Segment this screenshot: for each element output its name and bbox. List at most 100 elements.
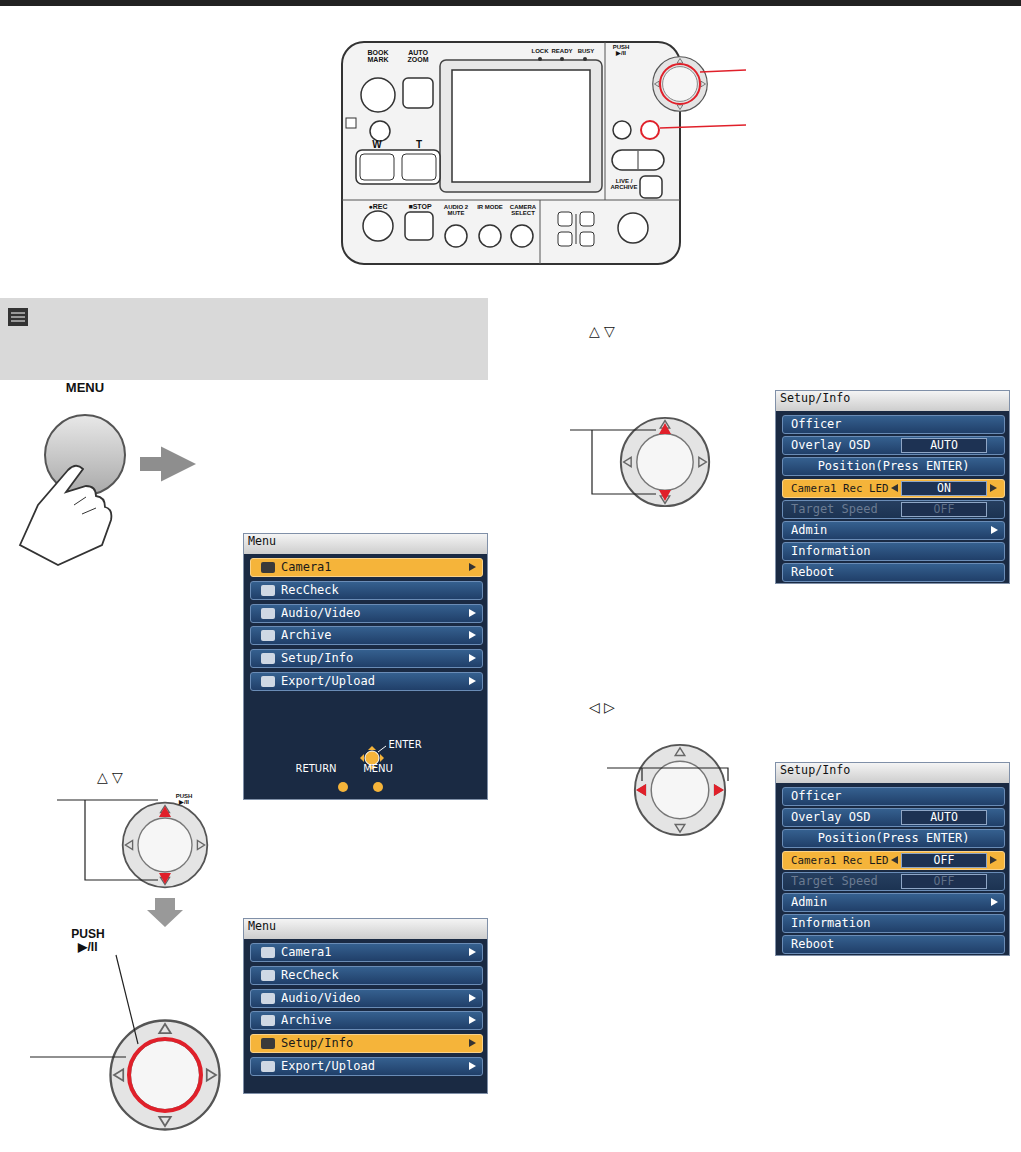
item-text: Reboot xyxy=(783,937,834,951)
control-label: AUDIO 2 MUTE xyxy=(439,204,473,217)
menu-item: Setup/Info xyxy=(250,1034,483,1053)
menu-item: Target Speed OFF xyxy=(782,872,1005,891)
item-text: Target Speed xyxy=(783,874,878,888)
item-text: Setup/Info xyxy=(251,1036,353,1050)
menu-item: Position(Press ENTER) xyxy=(782,457,1005,476)
menu-item: RecCheck xyxy=(250,966,483,985)
value-box: ON xyxy=(901,481,987,496)
step-symbol: ◁ ▷ xyxy=(577,700,627,715)
item-text: Camera1 xyxy=(251,945,332,959)
value-box: OFF xyxy=(901,853,987,868)
menu-item: Audio/Video xyxy=(250,989,483,1008)
menu-item: Reboot xyxy=(782,935,1005,954)
menu-item: Admin xyxy=(782,521,1005,540)
control-label: LOCK xyxy=(528,48,552,54)
control-label: BOOK MARK xyxy=(358,49,398,64)
note-bar xyxy=(0,298,488,380)
control-label: ■STOP xyxy=(400,203,440,210)
menu-item: Setup/Info xyxy=(250,649,483,668)
menu-item: Position(Press ENTER) xyxy=(782,829,1005,848)
item-text: Setup/Info xyxy=(251,651,353,665)
item-text: Position(Press ENTER) xyxy=(783,458,1004,475)
item-text: Audio/Video xyxy=(251,606,360,620)
screen-title: Setup/Info xyxy=(776,763,1009,783)
item-text: Camera1 Rec LED xyxy=(783,482,889,495)
menu-item: Information xyxy=(782,542,1005,561)
menu-screen: Setup/InfoOfficerOverlay OSDAUTO Position… xyxy=(775,390,1010,584)
menu-screen: MenuCamera1RecCheckAudio/VideoArchiveSet… xyxy=(243,918,488,1094)
control-label: READY xyxy=(550,48,574,54)
key-guide-label: RETURN xyxy=(292,764,340,775)
value-box: OFF xyxy=(901,874,987,889)
callout-lines xyxy=(660,70,746,128)
item-text: Target Speed xyxy=(783,502,878,516)
menu-button: MENU xyxy=(40,380,130,500)
menu-item: Archive xyxy=(250,626,483,645)
item-text: OFF xyxy=(934,502,955,516)
value-box: AUTO xyxy=(901,810,987,825)
item-text: Admin xyxy=(783,523,827,537)
step-symbol: △ ▽ xyxy=(85,770,135,785)
control-label: ●REC xyxy=(358,203,398,210)
menu-button-figure xyxy=(20,415,125,565)
item-text: Position(Press ENTER) xyxy=(783,830,1004,847)
item-text: ON xyxy=(937,481,951,495)
screen-title: Setup/Info xyxy=(776,391,1009,411)
menu-item: Camera1 xyxy=(250,558,483,577)
control-label: W xyxy=(370,140,384,151)
step-symbol: PUSH ▶/II xyxy=(171,793,197,806)
control-label: LIVE / ARCHIVE xyxy=(609,178,639,191)
item-text: AUTO xyxy=(930,438,958,452)
item-text: Export/Upload xyxy=(251,1059,375,1073)
item-text: Audio/Video xyxy=(251,991,360,1005)
menu-item: Overlay OSD AUTO xyxy=(782,808,1005,827)
item-text: MENU xyxy=(40,380,130,395)
value-box: OFF xyxy=(901,502,987,517)
menu-item: Overlay OSDAUTO xyxy=(782,436,1005,455)
jog-wheels xyxy=(30,418,728,1130)
step-symbol: △ ▽ xyxy=(577,324,627,339)
menu-item: RecCheck xyxy=(250,581,483,600)
menu-item: Export/Upload xyxy=(250,672,483,691)
key-guide-label: MENU xyxy=(358,764,398,775)
step-symbol: PUSH ▶/II xyxy=(66,928,110,953)
menu-item: Officer xyxy=(782,787,1005,806)
menu-item: Camera1 Rec LED OFF xyxy=(782,851,1005,870)
menu-item: Officer xyxy=(782,415,1005,434)
item-text: Admin xyxy=(783,895,827,909)
menu-screen: Setup/InfoOfficerOverlay OSD AUTO Position… xyxy=(775,762,1010,956)
item-text: Officer xyxy=(783,417,842,431)
top-rule xyxy=(0,0,1021,6)
menu-item: Export/Upload xyxy=(250,1057,483,1076)
menu-item: Camera1 Rec LED ON xyxy=(782,479,1005,498)
item-text: Overlay OSD xyxy=(783,810,870,824)
menu-item: Audio/Video xyxy=(250,604,483,623)
item-text: AUTO xyxy=(930,810,958,824)
item-text: Information xyxy=(783,916,870,930)
item-text: Export/Upload xyxy=(251,674,375,688)
control-label: IR MODE xyxy=(477,204,503,210)
menu-item: Admin xyxy=(782,893,1005,912)
item-text: OFF xyxy=(934,874,955,888)
menu-item: Archive xyxy=(250,1011,483,1030)
item-text: Camera1 xyxy=(251,560,332,574)
value-box: AUTO xyxy=(901,438,987,453)
item-text: RecCheck xyxy=(251,583,339,597)
control-label: T xyxy=(412,140,426,151)
item-text: Officer xyxy=(783,789,842,803)
item-text: Information xyxy=(783,544,870,558)
menu-screen: MenuCamera1RecCheckAudio/VideoArchiveSet… xyxy=(243,533,488,800)
item-text: Camera1 Rec LED xyxy=(783,854,889,867)
control-label: PUSH ▶/II xyxy=(608,44,634,57)
screen-title: Menu xyxy=(244,534,487,554)
item-text: Archive xyxy=(251,1013,332,1027)
menu-item: Information xyxy=(782,914,1005,933)
item-text: RecCheck xyxy=(251,968,339,982)
control-label: BUSY xyxy=(574,48,598,54)
menu-item: Target Speed OFF xyxy=(782,500,1005,519)
item-text: OFF xyxy=(934,853,955,867)
flow-arrow xyxy=(140,457,168,471)
screen-title: Menu xyxy=(244,919,487,939)
item-text: Archive xyxy=(251,628,332,642)
key-guide-label: ENTER xyxy=(383,740,427,751)
